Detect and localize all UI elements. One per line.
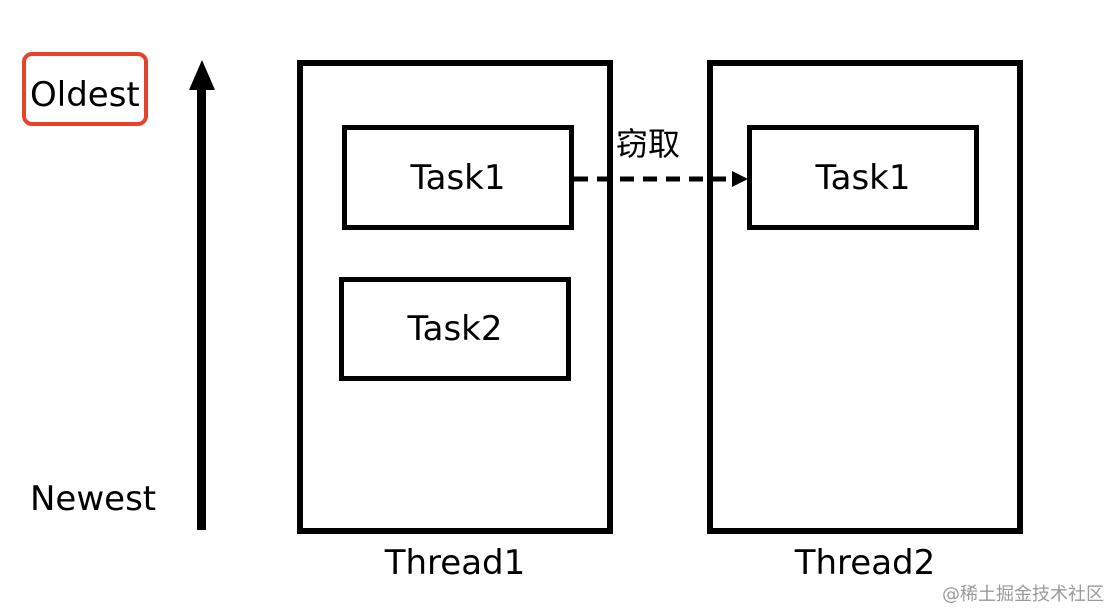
thread2-label: Thread2 bbox=[794, 543, 936, 583]
thread1-task1-label: Task1 bbox=[410, 157, 506, 198]
newest-label: Newest bbox=[30, 479, 157, 519]
thread1-task1: Task1 bbox=[342, 125, 574, 230]
thread2-task1: Task1 bbox=[747, 125, 979, 230]
oldest-label: Oldest bbox=[30, 75, 140, 115]
thread1-label: Thread1 bbox=[384, 543, 526, 583]
steal-label: 窃取 bbox=[616, 125, 681, 163]
thread1-task2: Task2 bbox=[339, 277, 571, 381]
time-axis-line bbox=[197, 84, 206, 530]
thread1-task2-label: Task2 bbox=[407, 309, 503, 349]
watermark: @稀土掘金技术社区 bbox=[942, 584, 1104, 605]
thread2-task1-label: Task1 bbox=[815, 157, 911, 198]
steal-arrow-icon bbox=[574, 171, 748, 187]
oldest-highlight-box bbox=[22, 52, 148, 126]
